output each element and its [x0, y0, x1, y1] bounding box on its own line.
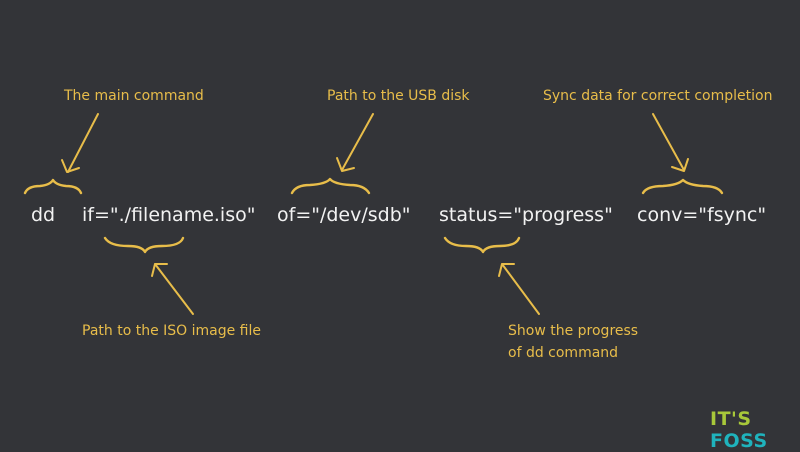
command-dd: dd: [31, 204, 56, 226]
annotation-progress-line2: of dd command: [508, 345, 619, 361]
brace-status: [443, 236, 521, 254]
arrow-sync-icon: [652, 113, 689, 172]
annotation-progress-line1: Show the progress: [508, 323, 639, 339]
command-of: of="/dev/sdb": [277, 204, 411, 226]
arrow-iso-file-icon: [151, 263, 194, 315]
brace-conv: [641, 178, 724, 195]
brace-of: [290, 177, 371, 195]
brace-if: [103, 236, 185, 254]
annotation-usb-disk: Path to the USB disk: [327, 88, 470, 104]
brace-dd: [23, 178, 83, 195]
arrow-main-command-icon: [61, 113, 99, 173]
arrow-progress-icon: [498, 263, 540, 315]
logo-its: IT'S: [710, 408, 752, 430]
command-conv: conv="fsync": [637, 204, 767, 226]
itsfoss-logo: IT'S FOSS: [710, 408, 800, 452]
command-status: status="progress": [439, 204, 613, 226]
annotation-sync: Sync data for correct completion: [543, 88, 773, 104]
command-if: if="./filename.iso": [82, 204, 256, 226]
logo-foss: FOSS: [710, 430, 768, 452]
arrow-usb-disk-icon: [336, 113, 374, 172]
annotation-main-command: The main command: [64, 88, 204, 104]
annotation-iso-file: Path to the ISO image file: [82, 323, 261, 339]
